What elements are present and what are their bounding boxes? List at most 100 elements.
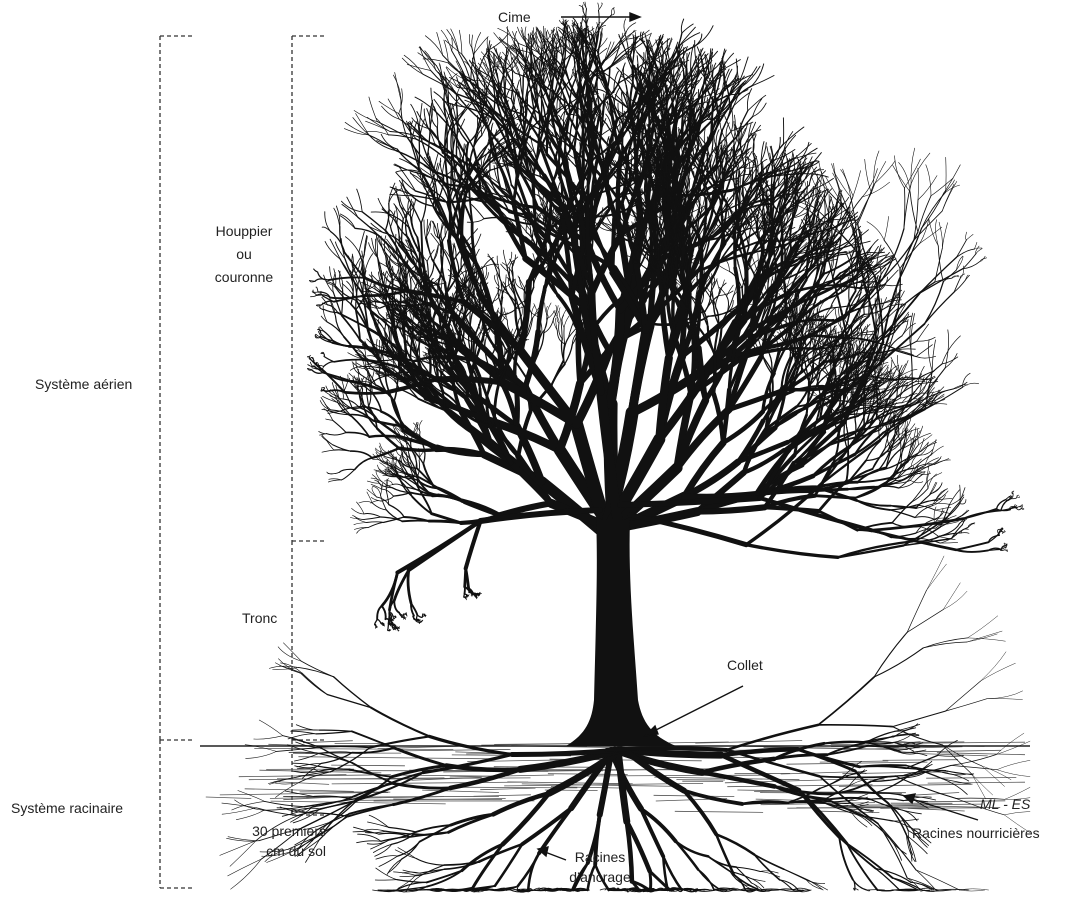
dimension-brackets [160, 36, 326, 888]
ground-hatch-line [303, 741, 353, 743]
branch [579, 16, 583, 30]
branch [328, 480, 341, 482]
branch [419, 420, 422, 431]
branch [716, 292, 721, 308]
branch [351, 451, 373, 458]
branch [345, 392, 387, 393]
ground-hatch-line [271, 801, 446, 804]
branch [751, 254, 757, 271]
branch [790, 316, 791, 335]
branch [423, 446, 425, 464]
branch [421, 223, 422, 255]
branch [368, 522, 384, 527]
branch [717, 280, 720, 292]
branch [752, 76, 774, 86]
branch [809, 167, 816, 185]
branch [394, 493, 411, 497]
branch [776, 137, 781, 159]
branch [402, 219, 404, 242]
branch [753, 135, 756, 153]
branch [501, 287, 506, 303]
branch [344, 375, 348, 391]
branch [849, 285, 850, 307]
branch [357, 502, 364, 514]
branch [327, 433, 347, 436]
branch [916, 345, 932, 357]
branch [426, 238, 432, 259]
branch [313, 290, 318, 292]
branch [884, 284, 902, 285]
ground-hatch-line [254, 748, 453, 749]
branch [783, 135, 795, 152]
branch [369, 386, 371, 406]
branch [333, 420, 346, 432]
branch [365, 254, 373, 272]
branch [419, 103, 422, 127]
branch [504, 82, 505, 103]
branch [622, 126, 623, 156]
branch [488, 254, 496, 268]
branch [367, 522, 384, 523]
ground-hatch-line [474, 795, 531, 797]
branch [324, 357, 334, 362]
branch [705, 292, 711, 311]
branch [723, 412, 763, 443]
ground-hatch-line [480, 788, 535, 790]
branch [421, 197, 426, 224]
branch [371, 484, 381, 489]
branch [472, 205, 485, 219]
branch [342, 204, 358, 217]
ground-hatch-line [883, 760, 958, 761]
ground-hatch-line [911, 793, 959, 796]
branch [366, 388, 368, 406]
branch [424, 220, 426, 238]
branch [752, 64, 764, 86]
branch [334, 360, 363, 362]
ground-hatch-line [787, 762, 928, 764]
branch [311, 295, 317, 296]
branch [322, 450, 334, 452]
ground-hatch-line [332, 782, 528, 784]
branch [334, 208, 340, 227]
branch [316, 287, 318, 292]
branch [734, 227, 735, 268]
branch [345, 237, 359, 252]
branch [362, 212, 385, 231]
branch [322, 435, 333, 445]
branch [454, 243, 456, 257]
branch [319, 432, 327, 434]
branch [378, 198, 389, 213]
branch [859, 324, 870, 335]
branch [324, 362, 335, 367]
branch [465, 502, 500, 515]
branch [336, 316, 345, 337]
branch [329, 479, 342, 480]
ground-hatch-line [908, 808, 965, 811]
branch [396, 170, 420, 172]
branch [310, 362, 312, 366]
branch [359, 501, 372, 503]
branch [355, 458, 373, 470]
branch [858, 331, 873, 333]
branch [739, 57, 749, 84]
branch [897, 349, 915, 350]
branch [381, 134, 397, 149]
branch [753, 103, 767, 117]
branch [357, 189, 363, 212]
branch [699, 348, 705, 401]
branch [326, 419, 333, 420]
branch [470, 310, 473, 329]
branch [727, 285, 734, 296]
branch [757, 253, 758, 270]
branch [429, 521, 461, 523]
branch [893, 350, 917, 357]
branch [901, 370, 917, 376]
branch [917, 337, 935, 341]
branch [364, 517, 381, 519]
tree-branches [307, 2, 1024, 631]
branch [869, 252, 885, 253]
branch [407, 268, 409, 283]
branch [341, 470, 354, 480]
